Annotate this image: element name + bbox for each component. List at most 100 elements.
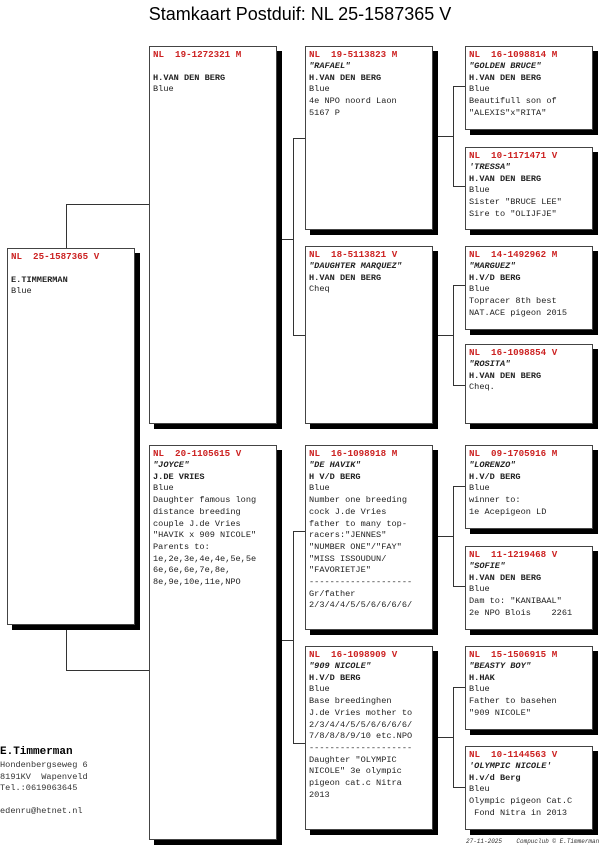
connector-line: [453, 586, 465, 587]
info-line: "MISS ISSOUDUN/: [309, 553, 387, 564]
connector-line: [453, 285, 454, 385]
info-line: Cheq.: [469, 382, 495, 393]
info-line: 1e,2e,3e,4e,4e,5e,5e: [153, 553, 257, 564]
info-line: Blue: [309, 483, 330, 494]
owner-phone: Tel.:0619063645: [0, 783, 78, 793]
info-line: Fond Nitra in 2013: [469, 807, 567, 818]
info-line: Sister "BRUCE LEE": [469, 197, 562, 208]
connector-line: [282, 640, 294, 641]
connector-line: [293, 335, 305, 336]
info-line: 8e,9e,10e,11e,NPO: [153, 577, 241, 588]
connector-line: [293, 138, 305, 139]
owner-street: Hondenbergseweg 6: [0, 760, 88, 770]
pigeon-name: "RAFAEL": [309, 61, 351, 71]
info-line: Bleu: [469, 784, 490, 795]
connector-line: [66, 204, 67, 248]
ring-number: NL 16-1098814 M: [469, 49, 558, 60]
info-line: cock J.de Vries: [309, 506, 387, 517]
info-line: "NUMBER ONE"/"FAY": [309, 541, 402, 552]
info-line: [11, 263, 131, 275]
info-line: Dam to: "KANIBAAL": [469, 596, 562, 607]
info-line: Blue: [469, 84, 490, 95]
connector-line: [453, 186, 465, 187]
info-line: Blue: [153, 483, 174, 494]
info-line: 2e NPO Blois 2261: [469, 607, 573, 618]
connector-line: [453, 687, 465, 688]
info-line: father to many top-: [309, 518, 407, 529]
connector-line: [438, 536, 453, 537]
breeder-name: H.VAN DEN BERG: [469, 572, 542, 583]
ring-number: NL 10-1171471 V: [469, 150, 558, 161]
breeder-name: H.V/D BERG: [469, 272, 521, 283]
connector-line: [66, 204, 149, 205]
info-line: Beautifull son of: [469, 96, 557, 107]
info-line: Blue: [469, 584, 490, 595]
info-line: distance breeding: [153, 506, 241, 517]
info-line: 2/3/4/4/5/5/6/6/6/6/: [309, 600, 413, 611]
pigeon-name: "GOLDEN BRUCE": [469, 61, 542, 71]
info-line: --------------------: [309, 577, 413, 588]
info-line: Blue: [309, 684, 330, 695]
info-line: 5167 P: [309, 107, 340, 118]
info-line: Parents to:: [153, 541, 210, 552]
info-line: Number one breeding: [309, 495, 407, 506]
info-line: pigeon cat.c Nitra: [309, 778, 402, 789]
ring-number: NL 19-1272321 M: [153, 49, 242, 60]
ring-number: NL 19-5113823 M: [309, 49, 398, 60]
info-line: Blue: [11, 286, 32, 297]
info-line: Blue: [309, 84, 330, 95]
info-line: Blue: [469, 185, 490, 196]
info-line: Olympic pigeon Cat.C: [469, 796, 573, 807]
ring-number: NL 18-5113821 V: [309, 249, 398, 260]
pigeon-name: "JOYCE": [153, 460, 190, 470]
connector-line: [453, 486, 454, 586]
connector-line: [453, 787, 465, 788]
pigeon-card-sss: NL 16-1098814 M"GOLDEN BRUCE"H.VAN DEN B…: [465, 46, 593, 130]
ring-number: NL 25-1587365 V: [11, 251, 100, 262]
owner-email: edenru@hetnet.nl: [0, 805, 83, 816]
breeder-name: H.V/D BERG: [469, 471, 521, 482]
pigeon-name: 'OLYMPIC NICOLE': [469, 761, 552, 771]
info-line: Gr/father: [309, 588, 356, 599]
info-line: --------------------: [309, 742, 413, 753]
info-line: "ALEXIS"x"RITA": [469, 107, 547, 118]
info-line: 2/3/4/4/5/5/6/6/6/6/: [309, 719, 413, 730]
info-line: Daughter famous long: [153, 495, 257, 506]
ring-number: NL 16-1098854 V: [469, 347, 558, 358]
connector-line: [438, 335, 453, 336]
ring-number: NL 14-1492962 M: [469, 249, 558, 260]
info-line: Sire to "OLIJFJE": [469, 208, 557, 219]
info-line: "909 NICOLE": [469, 707, 531, 718]
breeder-name: H V/D BERG: [309, 471, 361, 482]
info-line: Blue: [469, 483, 490, 494]
info-line: Daughter "OLYMPIC: [309, 754, 397, 765]
info-line: J.de Vries mother to: [309, 707, 413, 718]
info-line: 4e NPO noord Laon: [309, 96, 397, 107]
owner-city: 8191KV Wapenveld: [0, 771, 88, 782]
connector-line: [293, 531, 305, 532]
info-line: Cheq: [309, 284, 330, 295]
pigeon-name: "909 NICOLE": [309, 661, 371, 671]
connector-line: [438, 136, 453, 137]
breeder-name: H.VAN DEN BERG: [469, 370, 542, 381]
ring-number: NL 15-1506915 M: [469, 649, 558, 660]
info-line: couple J.de Vries: [153, 518, 241, 529]
info-line: "FAVORIETJE": [309, 565, 371, 576]
info-line: 6e,6e,6e,7e,8e,: [153, 565, 231, 576]
connector-line: [438, 737, 453, 738]
pigeon-name: "ROSITA": [469, 359, 511, 369]
pigeon-name: "SOFIE": [469, 561, 506, 571]
ring-number: NL 09-1705916 M: [469, 448, 558, 459]
page-title: Stamkaart Postduif: NL 25-1587365 V: [148, 4, 452, 24]
pigeon-name: "BEASTY BOY": [469, 661, 531, 671]
connector-line: [293, 743, 305, 744]
pigeon-name: "DE HAVIK": [309, 460, 361, 470]
connector-line: [282, 239, 294, 240]
breeder-name: H.HAK: [469, 672, 495, 683]
